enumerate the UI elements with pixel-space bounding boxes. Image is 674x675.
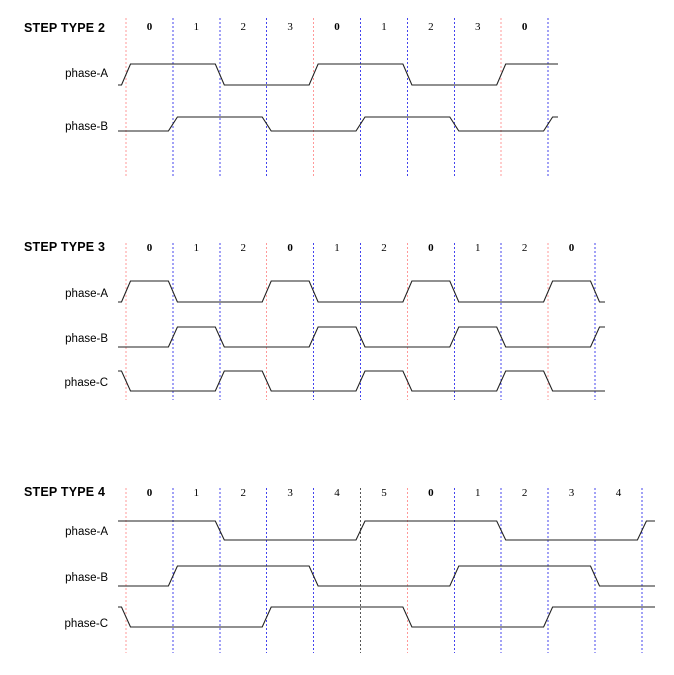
step-number-label: 0 xyxy=(522,21,528,33)
step-type-title: STEP TYPE 4 xyxy=(24,485,105,499)
step-number-label: 3 xyxy=(287,21,293,33)
step-number-label: 0 xyxy=(334,21,340,33)
step-number-label: 1 xyxy=(334,242,340,254)
step-number-label: 2 xyxy=(522,487,528,499)
step-number-label: 4 xyxy=(334,487,340,499)
step-type-title: STEP TYPE 3 xyxy=(24,240,105,254)
phase-label-phase-B: phase-B xyxy=(65,572,108,584)
waveform-phase-A xyxy=(118,520,655,541)
phase-label-phase-C: phase-C xyxy=(65,618,108,630)
waveform-phase-B xyxy=(118,116,558,132)
phase-label-phase-A: phase-A xyxy=(65,288,108,300)
step-number-label: 5 xyxy=(381,487,387,499)
step-type-title: STEP TYPE 2 xyxy=(24,21,105,35)
phase-label-phase-B: phase-B xyxy=(65,333,108,345)
waveform-phase-B xyxy=(118,565,655,587)
waveform-phase-A xyxy=(118,280,605,303)
step-number-label: 1 xyxy=(194,487,200,499)
waveform-phase-C xyxy=(118,606,655,628)
step-number-label: 1 xyxy=(194,21,200,33)
waveform-phase-B xyxy=(118,326,605,348)
diagram-step-type-3: STEP TYPE 3 0 1 2 0 1 2 0 1 2 0 phase-A phase-B phase… xyxy=(0,225,674,415)
step-number-label: 0 xyxy=(287,242,293,254)
step-number-label: 3 xyxy=(287,487,293,499)
step-number-label: 0 xyxy=(147,242,153,254)
step-number-label: 3 xyxy=(475,21,481,33)
phase-label-phase-A: phase-A xyxy=(65,68,108,80)
step-number-label: 1 xyxy=(381,21,387,33)
diagram-canvas: STEP TYPE 2 0 1 2 3 0 1 2 3 0 phase-A phase-B xyxy=(24,18,558,178)
step-number-label: 2 xyxy=(241,21,247,33)
diagram-canvas: STEP TYPE 4 0 1 2 3 4 5 0 1 2 3 4 phase-A phase-B phas… xyxy=(24,485,655,653)
step-number-label: 1 xyxy=(475,487,481,499)
diagram-step-type-2: STEP TYPE 2 0 1 2 3 0 1 2 3 0 phase-A phase-B xyxy=(0,0,674,215)
step-number-label: 0 xyxy=(428,487,434,499)
step-number-label: 2 xyxy=(241,242,247,254)
step-number-label: 4 xyxy=(616,487,622,499)
step-number-label: 2 xyxy=(522,242,528,254)
step-number-label: 0 xyxy=(147,21,153,33)
step-number-label: 0 xyxy=(147,487,153,499)
step-number-label: 0 xyxy=(428,242,434,254)
step-number-label: 0 xyxy=(569,242,575,254)
diagram-step-type-4: STEP TYPE 4 0 1 2 3 4 5 0 1 2 3 4 phase-A phase-B phas… xyxy=(0,470,674,670)
step-number-label: 2 xyxy=(381,242,387,254)
diagram-canvas: STEP TYPE 3 0 1 2 0 1 2 0 1 2 0 phase-A phase-B phase… xyxy=(24,240,605,400)
step-number-label: 1 xyxy=(475,242,481,254)
step-number-label: 2 xyxy=(241,487,247,499)
phase-label-phase-A: phase-A xyxy=(65,526,108,538)
waveform-phase-A xyxy=(118,63,558,86)
waveform-phase-C xyxy=(118,370,605,392)
step-number-label: 1 xyxy=(194,242,200,254)
step-number-label: 3 xyxy=(569,487,575,499)
phase-label-phase-B: phase-B xyxy=(65,121,108,133)
phase-label-phase-C: phase-C xyxy=(65,377,108,389)
step-number-label: 2 xyxy=(428,21,434,33)
